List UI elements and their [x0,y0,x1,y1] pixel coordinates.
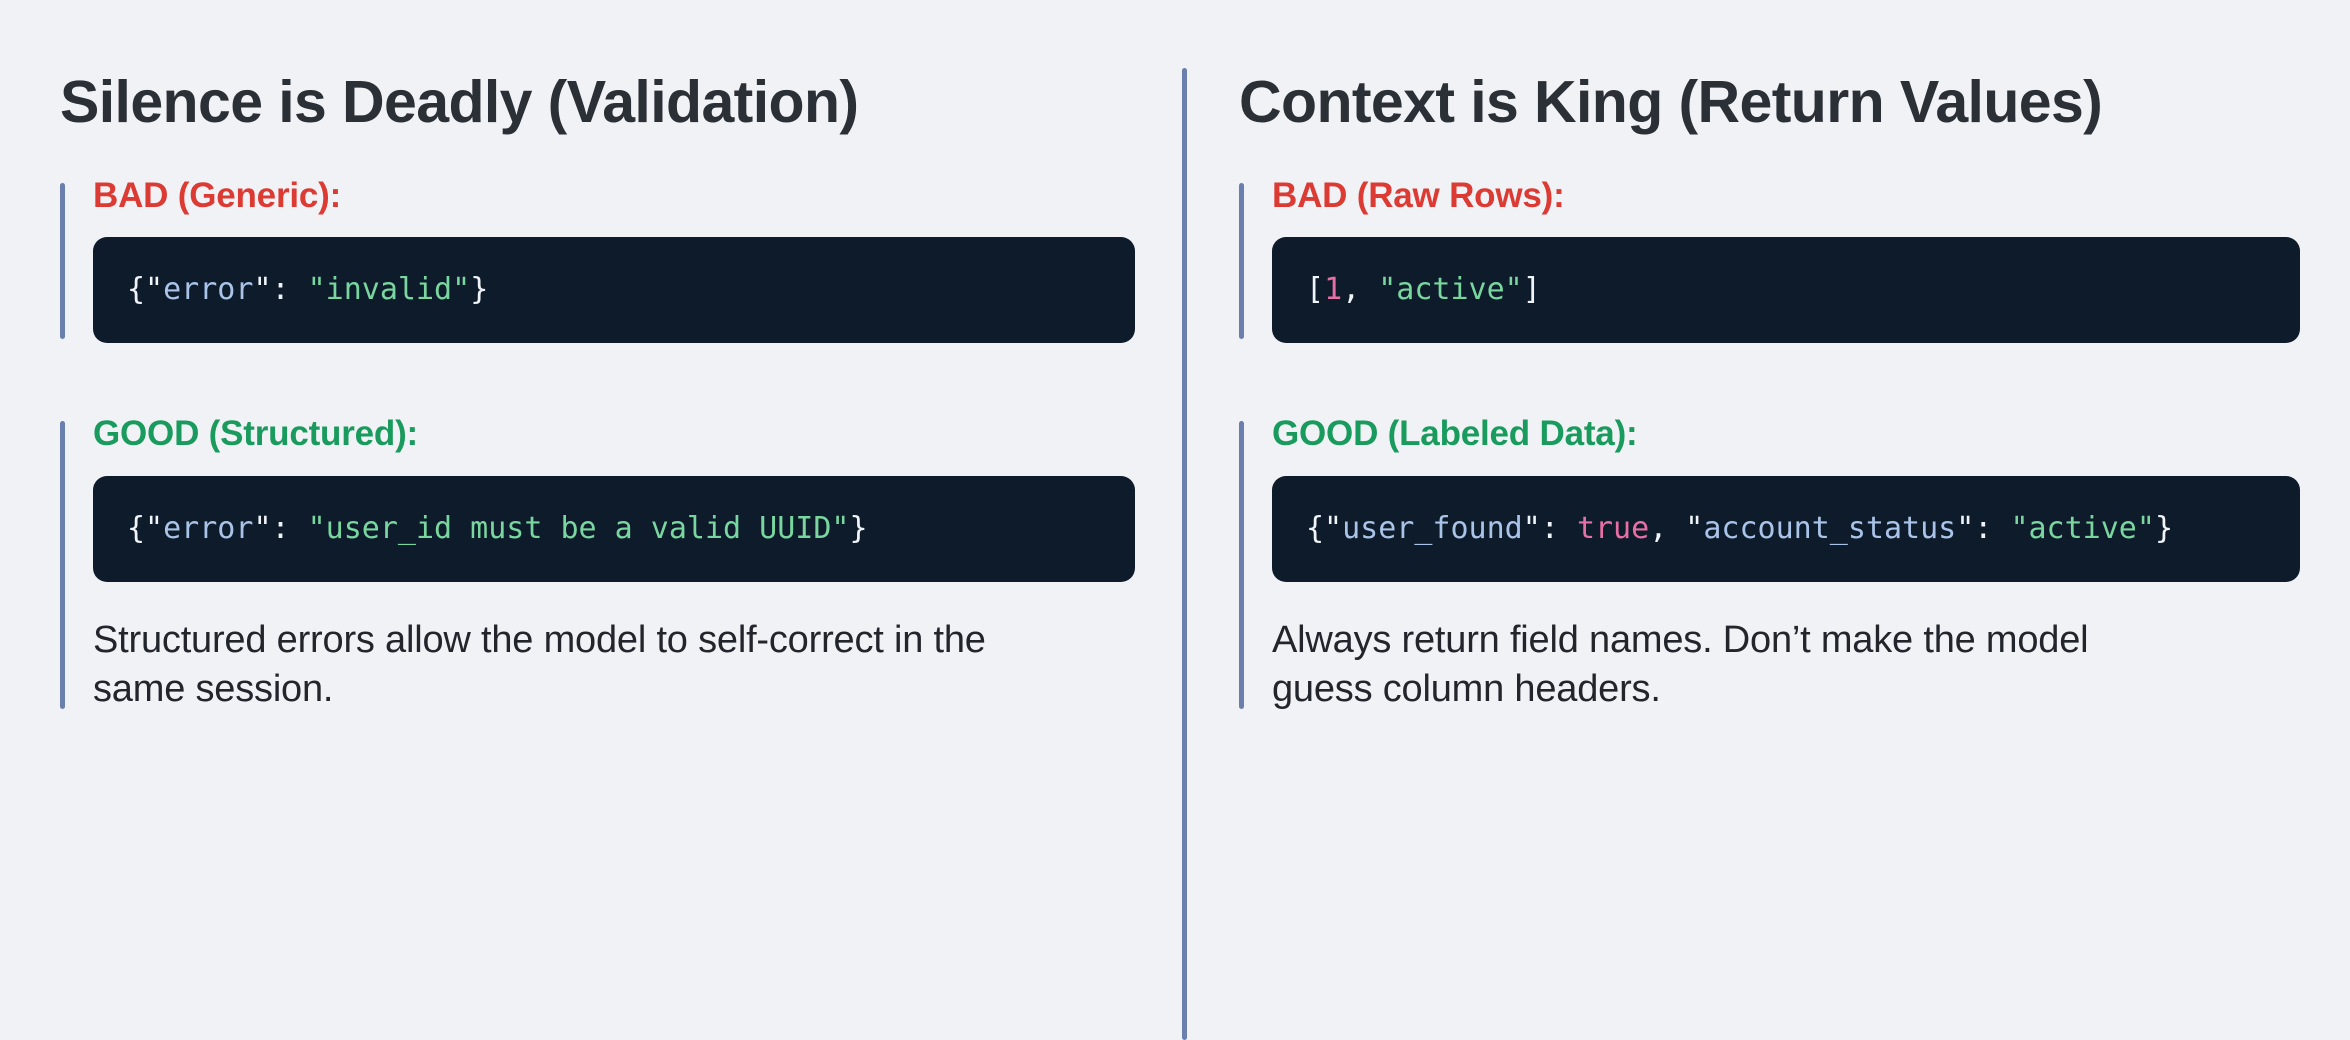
column-return-values: Context is King (Return Values) BAD (Raw… [1182,0,2350,1040]
code-block-good-right: {"user_found": true, "account_status": "… [1272,475,2300,582]
code-token-str: "invalid" [307,272,471,308]
note-right: Always return field names. Don’t make th… [1272,618,2089,710]
code-token-key: account_status [1703,510,1957,546]
code-token-num: 1 [1324,272,1343,308]
code-token-punc: } [2154,510,2173,546]
code-block-good-left: {"error": "user_id must be a valid UUID"… [93,475,1135,582]
good-label-right: GOOD (Labeled Data): [1272,414,1638,454]
column-divider [1182,68,1187,1040]
code-token-punc: {" [127,272,164,308]
good-example-left: GOOD (Structured): {"error": "user_id mu… [60,415,1182,713]
column-title-left: Silence is Deadly (Validation) [60,69,859,135]
code-token-key: user_found [1342,510,1523,546]
good-label-left: GOOD (Structured): [93,414,419,454]
code-token-punc: ": [253,272,308,308]
code-token-punc: ] [1522,272,1541,308]
code-block-bad-right: [1, "active"] [1272,237,2300,344]
bad-example-right: BAD (Raw Rows): [1, "active"] [1239,175,2350,344]
column-title-right: Context is King (Return Values) [1239,69,2103,135]
bad-example-left: BAD (Generic): {"error": "invalid"} [60,175,1182,344]
code-token-punc: ": [1522,510,1577,546]
code-token-key: error [163,510,254,546]
code-token-punc: , " [1649,510,1704,546]
code-token-punc: {" [127,510,164,546]
code-token-punc: ": [253,510,308,546]
code-token-str: "active" [1378,272,1523,308]
code-token-punc: {" [1306,510,1343,546]
code-block-bad-left: {"error": "invalid"} [93,237,1135,344]
bad-label-right: BAD (Raw Rows): [1272,175,1565,215]
code-token-key: error [163,272,254,308]
code-token-punc: , [1342,272,1379,308]
note-left: Structured errors allow the model to sel… [93,618,986,710]
code-token-str: "user_id must be a valid UUID" [307,510,850,546]
good-example-right: GOOD (Labeled Data): {"user_found": true… [1239,415,2350,713]
code-token-str: "active" [2010,510,2155,546]
code-token-punc: } [470,272,489,308]
code-token-bool: true [1576,510,1650,546]
code-token-punc: ": [1956,510,2011,546]
column-validation: Silence is Deadly (Validation) BAD (Gene… [60,69,1182,713]
code-token-punc: } [849,510,868,546]
bad-label-left: BAD (Generic): [93,175,342,215]
code-token-punc: [ [1306,272,1325,308]
